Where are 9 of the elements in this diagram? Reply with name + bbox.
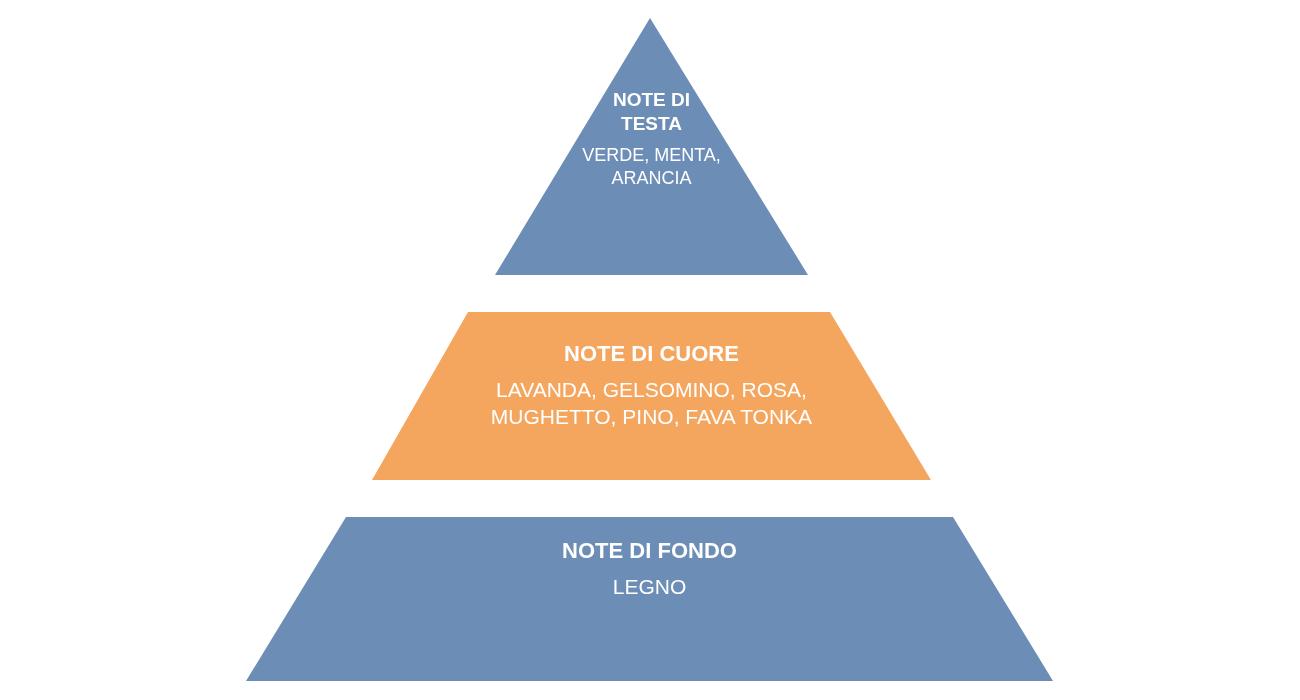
triangle-tier <box>495 18 808 275</box>
tier-heading: NOTE DI TESTA <box>611 88 692 136</box>
tier-notes: LEGNO <box>612 573 687 600</box>
tier-notes: VERDE, MENTA, ARANCIA <box>581 143 722 190</box>
trapezoid-tier <box>372 312 931 480</box>
tier-heading: NOTE DI CUORE <box>564 340 739 368</box>
tier-heading: NOTE DI FONDO <box>562 537 737 565</box>
tier-notes: LAVANDA, GELSOMINO, ROSA, MUGHETTO, PINO, FAVA TONKA <box>489 376 814 430</box>
trapezoid-tier <box>246 517 1053 681</box>
